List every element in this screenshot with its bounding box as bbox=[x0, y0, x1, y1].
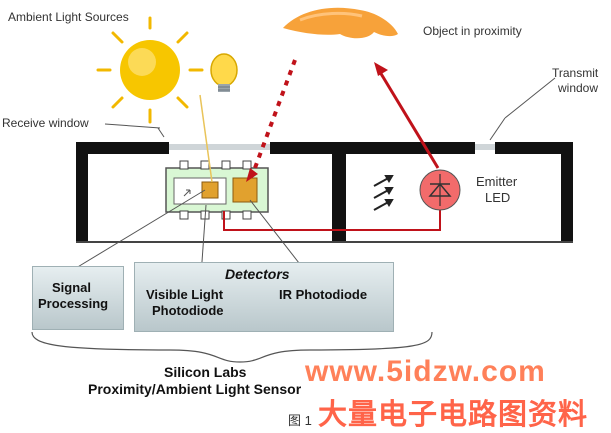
object-proximity-label: Object in proximity bbox=[423, 24, 522, 38]
emitter-label-2: LED bbox=[485, 190, 511, 205]
photodiode-icon bbox=[201, 181, 219, 199]
detectors-label: Detectors bbox=[225, 266, 290, 282]
transmit-window-label-1: Transmit bbox=[552, 66, 599, 80]
watermark-url: www.5idzw.com bbox=[305, 355, 546, 388]
signal-label-2: Processing bbox=[38, 296, 109, 311]
signal-label-1: Signal bbox=[52, 280, 92, 295]
light-rays-icon bbox=[373, 175, 394, 211]
visible-photodiode-label-2: Photodiode bbox=[152, 303, 224, 318]
receive-window-label: Receive window bbox=[2, 116, 89, 130]
silicon-labs-label: Silicon Labs bbox=[164, 364, 247, 380]
emitter-label-1: Emitter bbox=[476, 174, 518, 189]
ambient-light-label: Ambient Light Sources bbox=[8, 10, 129, 24]
hand-icon bbox=[283, 7, 398, 39]
ir-photodiode-label: IR Photodiode bbox=[279, 287, 368, 302]
transmit-window-label-2: window bbox=[558, 81, 599, 95]
sensor-title-label: Proximity/Ambient Light Sensor bbox=[88, 381, 302, 397]
light-bulb-icon bbox=[210, 53, 238, 92]
visible-photodiode-label-1: Visible Light bbox=[146, 287, 224, 302]
figure-label: 图 1 bbox=[288, 413, 312, 428]
sensor-housing bbox=[76, 142, 573, 243]
sensor-chip bbox=[165, 160, 269, 220]
watermark-text: 大量电子电路图资料 bbox=[318, 399, 589, 431]
emitter-led-icon bbox=[419, 169, 461, 211]
detectors-box bbox=[134, 262, 394, 332]
signal-processing-box bbox=[32, 266, 124, 330]
sun-icon bbox=[96, 16, 204, 124]
